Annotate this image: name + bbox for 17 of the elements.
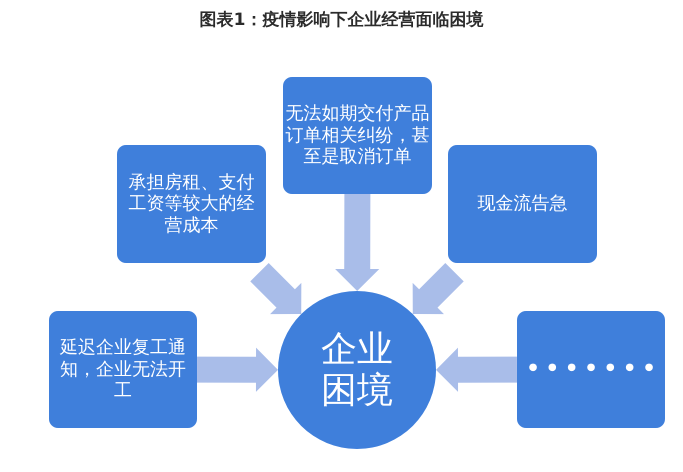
block-arrow — [197, 348, 278, 392]
process-box — [49, 311, 197, 428]
block-arrow — [335, 194, 380, 291]
process-box — [448, 145, 597, 263]
process-box — [283, 77, 432, 194]
node-label: 承担房租、支付工资等较大的经营成本 — [128, 172, 256, 236]
node-label: 延迟企业复工通知，企业无法开工 — [59, 337, 187, 402]
node-label: 企业困境 — [320, 328, 394, 412]
process-box — [117, 145, 266, 263]
node-label: 无法如期交付产品订单相关纠纷，甚至是取消订单 — [284, 103, 430, 168]
node-label: ••••••• — [524, 354, 662, 386]
node-label: 现金流告急 — [476, 193, 568, 215]
block-arrow — [436, 348, 517, 392]
block-arrow — [250, 263, 302, 314]
process-box — [517, 311, 665, 428]
block-arrow — [412, 263, 464, 314]
chart-title: 图表1：疫情影响下企业经营面临困境 — [198, 9, 484, 32]
